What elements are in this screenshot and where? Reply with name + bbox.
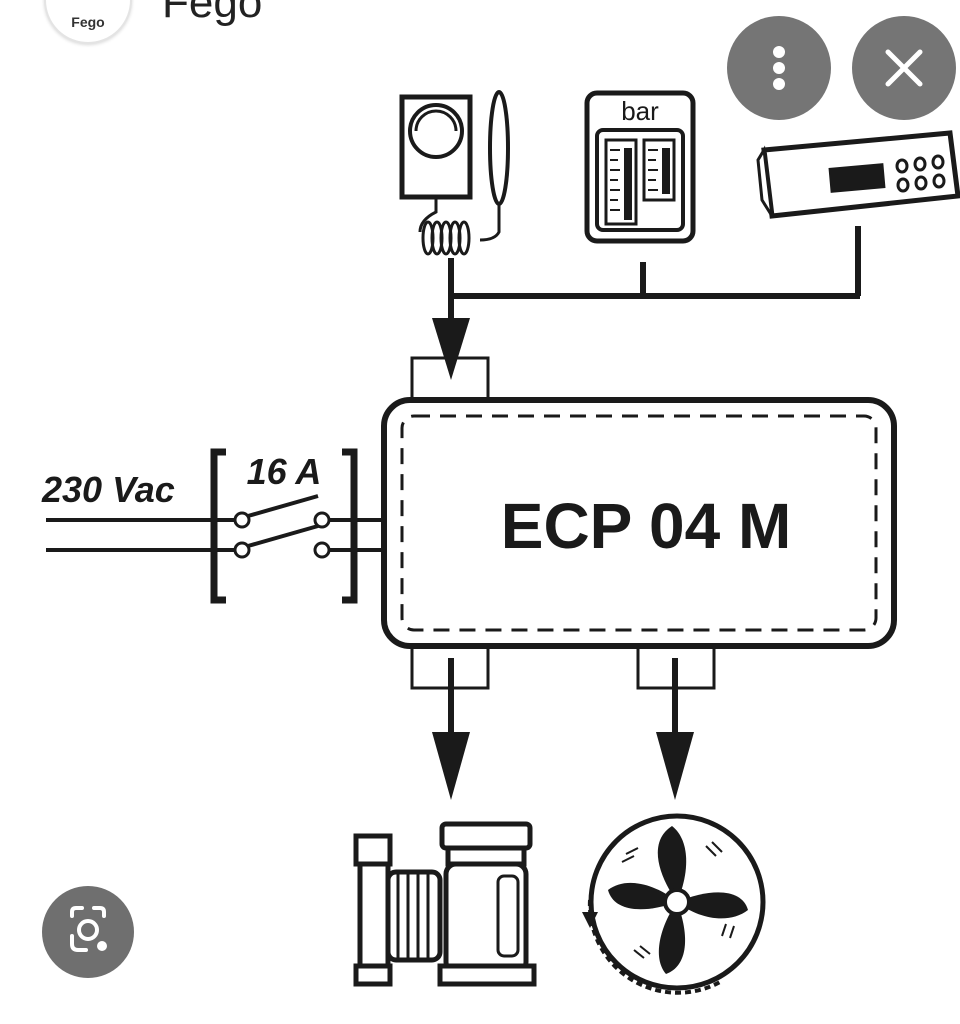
visual-search-button[interactable] — [42, 886, 134, 978]
site-logo-text: Fego — [71, 14, 105, 30]
more-options-button[interactable] — [727, 16, 831, 120]
camera-search-icon — [70, 906, 107, 952]
breaker-switch — [210, 448, 358, 604]
power-label: 230 Vac — [41, 469, 175, 510]
close-button[interactable] — [852, 16, 956, 120]
result-header: Fego Fego — [0, 0, 960, 60]
fan-arrow — [656, 732, 694, 800]
pump-device — [353, 821, 537, 987]
input-arrow — [432, 318, 470, 380]
breaker-label: 16 A — [247, 451, 322, 492]
fan-device — [582, 813, 766, 995]
source-name[interactable]: Fego — [162, 0, 263, 27]
gauge-label: bar — [621, 96, 659, 126]
pump-arrow — [432, 732, 470, 800]
thermostat-device — [399, 90, 510, 256]
control-panel-device — [756, 130, 960, 219]
more-vert-icon — [773, 46, 785, 90]
close-icon — [885, 49, 923, 87]
pressure-gauge-device — [584, 90, 696, 244]
controller-label: ECP 04 M — [501, 490, 792, 562]
